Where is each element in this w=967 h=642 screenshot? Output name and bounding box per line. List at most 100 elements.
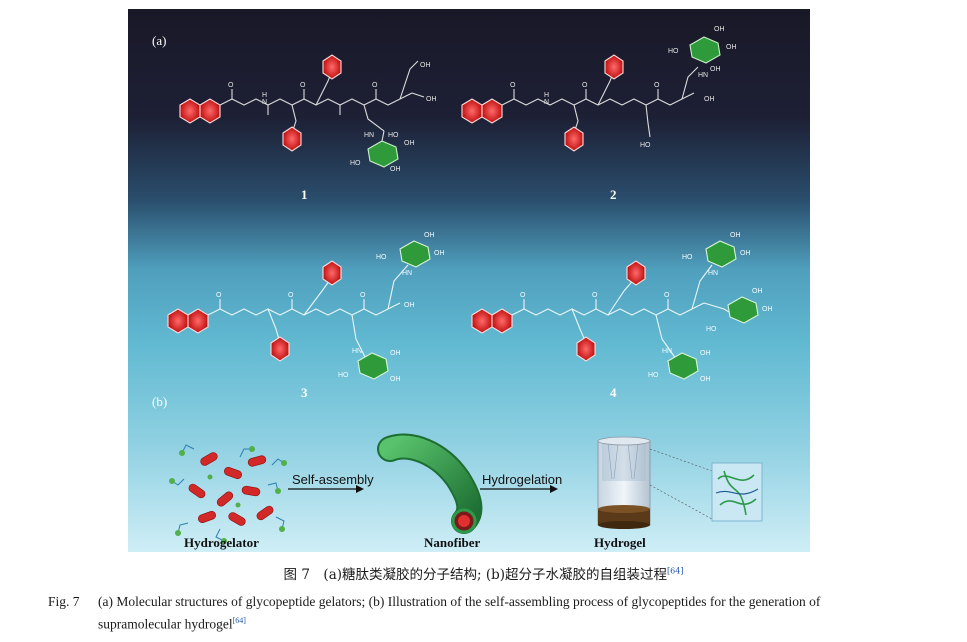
atom-label: HO (706, 326, 717, 333)
atom-label: O (520, 292, 526, 299)
atom-label: OH (700, 376, 711, 383)
atom-label: O (288, 292, 294, 299)
compound-number-2: 2 (610, 187, 617, 202)
caption-en-line1: (a) Molecular structures of glycopeptide… (98, 594, 821, 609)
atom-label: O (654, 82, 660, 89)
naphthalene-ring-icon (471, 308, 513, 334)
self-assembly-label: Self-assembly (292, 472, 374, 487)
arrow-right-icon (480, 485, 558, 493)
atom-label: HO (668, 48, 679, 55)
phenyl-ring-icon (270, 336, 290, 362)
atom-label: OH (752, 288, 763, 295)
atom-label: HO (388, 132, 399, 139)
arrow-right-icon (288, 485, 364, 493)
atom-label: OH (390, 166, 401, 173)
glucose-ring-icon (727, 296, 759, 324)
molecule-1-atoms: H N O O O OH OH HN HO OH HO OH (228, 62, 437, 173)
molecule-4 (471, 240, 759, 380)
compound-number-4: 4 (610, 385, 617, 400)
figure-background (128, 9, 810, 552)
atom-label: OH (740, 250, 751, 257)
glucose-ring-icon (357, 352, 389, 380)
atom-label: O (216, 292, 222, 299)
hydrogelator-label: Hydrogelator (184, 535, 259, 550)
molecule-4-atoms: O O O OH HO OH HN OH OH HO HN OH HO OH (520, 232, 773, 383)
atom-label: OH (390, 376, 401, 383)
caption-chinese: 图 7 (a)糖肽类凝胶的分子结构; (b)超分子水凝胶的自组装过程[64] (0, 563, 967, 584)
atom-label: OH (424, 232, 435, 239)
atom-label: HN (402, 270, 412, 277)
glucose-ring-icon (667, 352, 699, 380)
atom-label: OH (404, 140, 415, 147)
compound-number-3: 3 (301, 385, 308, 400)
nanofiber-label: Nanofiber (424, 535, 481, 550)
atom-label: OH (404, 302, 415, 309)
atom-label: HN (698, 72, 708, 79)
panel-a-label: (a) (152, 33, 166, 48)
atom-label: OH (700, 350, 711, 357)
atom-label: HN (352, 348, 362, 355)
phenyl-ring-icon (322, 260, 342, 286)
atom-label: OH (434, 250, 445, 257)
hydrogel-label: Hydrogel (594, 535, 646, 550)
phenyl-ring-icon (564, 126, 584, 152)
atom-label: N (262, 99, 267, 106)
hydrogel-vial-icon (597, 436, 651, 529)
atom-label: HO (640, 142, 651, 149)
atom-label: O (664, 292, 670, 299)
atom-label: O (360, 292, 366, 299)
atom-label: HO (338, 372, 349, 379)
naphthalene-ring-icon (167, 308, 209, 334)
atom-label: HO (648, 372, 659, 379)
figure-7: (a) (b) H N O O O OH O (128, 9, 810, 552)
atom-label: OH (726, 44, 737, 51)
glucose-ring-icon (705, 240, 737, 268)
atom-label: OH (420, 62, 431, 69)
atom-label: O (510, 82, 516, 89)
panel-b-label: (b) (152, 394, 167, 409)
phenyl-ring-icon (282, 126, 302, 152)
atom-label: OH (390, 350, 401, 357)
glucose-ring-icon (399, 240, 431, 268)
atom-label: OH (710, 66, 721, 73)
molecule-3-atoms: O O O OH OH HO OH HN HN OH HO OH (216, 232, 445, 383)
naphthalene-ring-icon (461, 98, 503, 124)
caption-cn-text: 图 7 (a)糖肽类凝胶的分子结构; (b)超分子水凝胶的自组装过程 (283, 567, 668, 583)
phenyl-ring-icon (322, 54, 342, 80)
atom-label: HN (662, 348, 672, 355)
atom-label: N (544, 99, 549, 106)
nanofiber-icon (377, 433, 483, 534)
atom-label: O (300, 82, 306, 89)
hydrogelator-cluster (169, 444, 287, 544)
gel-network-inset-icon (711, 462, 763, 522)
caption-en-fig-number: Fig. 7 (48, 594, 80, 609)
atom-label: OH (762, 306, 773, 313)
atom-label: O (592, 292, 598, 299)
atom-label: O (228, 82, 234, 89)
atom-label: H (262, 92, 267, 99)
atom-label: OH (714, 26, 725, 33)
phenyl-ring-icon (604, 54, 624, 80)
atom-label: HO (682, 254, 693, 261)
molecule-2 (461, 36, 721, 152)
compound-number-1: 1 (301, 187, 308, 202)
atom-label: OH (426, 96, 437, 103)
molecule-2-atoms: H N O O O OH HO HN OH OH HO OH (510, 26, 737, 149)
molecule-1 (179, 54, 425, 168)
hydrogelation-label: Hydrogelation (482, 472, 562, 487)
glucose-ring-icon (689, 36, 721, 64)
caption-cn-ref[interactable]: [64] (667, 566, 684, 576)
phenyl-ring-icon (576, 336, 596, 362)
atom-label: HN (708, 270, 718, 277)
atom-label: OH (730, 232, 741, 239)
atom-label: HO (376, 254, 387, 261)
caption-en-ref[interactable]: [64] (232, 616, 246, 625)
figure-canvas: (a) (b) H N O O O OH O (128, 9, 810, 552)
atom-label: O (372, 82, 378, 89)
phenyl-ring-icon (626, 260, 646, 286)
naphthalene-ring-icon (179, 98, 221, 124)
atom-label: HO (350, 160, 361, 167)
caption-en-line2: supramolecular hydrogel (98, 616, 233, 632)
atom-label: H (544, 92, 549, 99)
caption-english: Fig. 7 (a) Molecular structures of glycop… (48, 592, 928, 634)
